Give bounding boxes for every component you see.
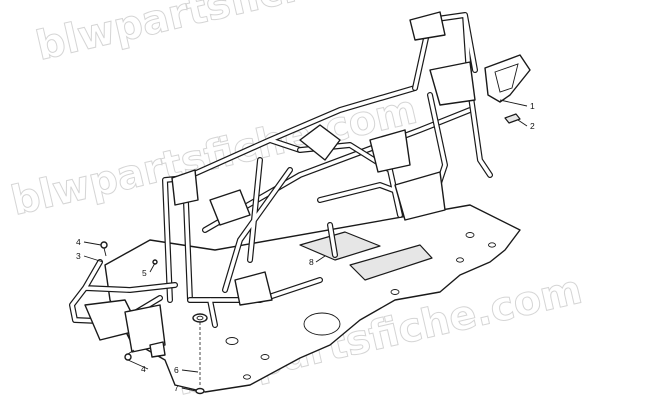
grommet: [192, 313, 208, 385]
callout-8: 8: [309, 257, 314, 267]
callout-2: 2: [530, 121, 535, 131]
callout-1: 1: [530, 101, 535, 111]
fastener: [195, 387, 205, 395]
callout-4-bottom: 4: [141, 364, 146, 374]
callout-3: 3: [76, 251, 81, 261]
skid-plate: [104, 204, 521, 393]
callouts: 1 2 3 4 4 5 6 7 8: [76, 101, 535, 393]
front-bumper: [69, 259, 178, 358]
callout-4-top: 4: [76, 237, 81, 247]
watermark-text-top: blwpartsfiche.com: [32, 0, 446, 70]
leader-lines: [83, 99, 528, 392]
main-frame: [162, 11, 493, 328]
callout-6: 6: [174, 365, 179, 375]
rear-bracket: [484, 54, 531, 103]
callout-5: 5: [142, 268, 147, 278]
callout-7: 7: [174, 383, 179, 393]
bracket-pad: [504, 113, 521, 124]
